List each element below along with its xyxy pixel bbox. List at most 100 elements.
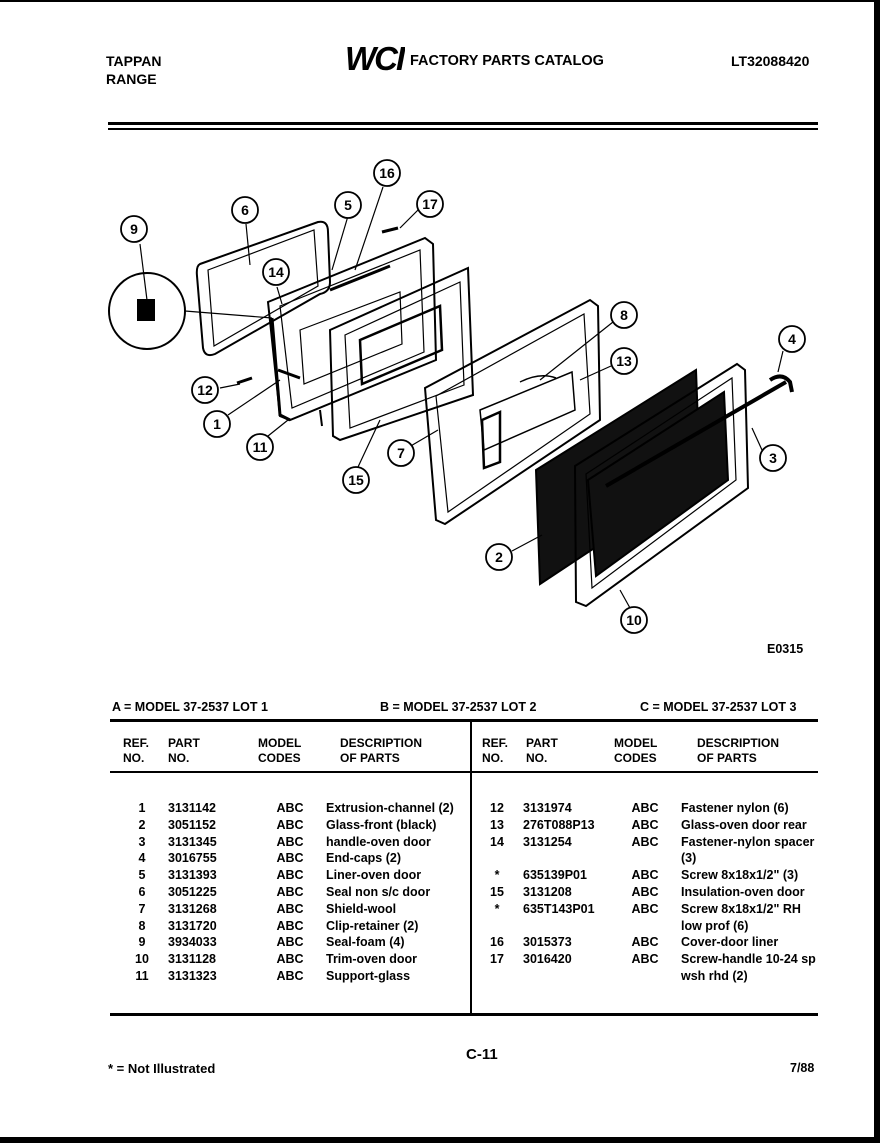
svg-text:4: 4	[788, 331, 796, 347]
svg-text:8: 8	[620, 307, 628, 323]
svg-text:11: 11	[253, 439, 268, 455]
header-ref-right: REF. NO.	[482, 736, 509, 765]
svg-text:14: 14	[268, 264, 284, 280]
catalog-title: FACTORY PARTS CATALOG	[410, 53, 604, 69]
brand-name: TAPPAN RANGE	[106, 52, 161, 88]
table-row: low prof (6)	[681, 918, 749, 933]
model-a: A = MODEL 37-2537 LOT 1	[112, 700, 268, 714]
callout-4: 4	[778, 325, 806, 353]
brand-line-1: TAPPAN	[106, 53, 162, 69]
shield-part	[423, 298, 602, 526]
svg-text:17: 17	[422, 196, 438, 212]
callout-13: 13	[610, 347, 638, 375]
seal-part	[195, 220, 332, 357]
callout-2: 2	[485, 543, 513, 571]
table-column-divider	[470, 722, 472, 1014]
header-desc-left: DESCRIPTION OF PARTS	[340, 736, 423, 765]
header-codes-right: MODEL CODES	[614, 736, 658, 765]
table-row: (3)	[681, 851, 697, 866]
callout-5: 5	[334, 191, 362, 219]
callout-12: 12	[191, 376, 219, 404]
callout-1: 1	[203, 410, 231, 438]
svg-text:1: 1	[213, 416, 221, 432]
callout-7: 7	[387, 439, 415, 467]
model-c: C = MODEL 37-2537 LOT 3	[640, 700, 797, 714]
insulation-part	[328, 266, 475, 442]
seal-foam-part	[137, 299, 155, 321]
svg-text:16: 16	[379, 165, 395, 181]
wci-logo: WCI	[343, 40, 408, 77]
callout-11: 11	[246, 433, 274, 461]
catalog-date: 7/88	[790, 1061, 815, 1075]
extrusion-channel-part	[270, 317, 291, 422]
exploded-parts-diagram: 1 2 3 4 5 6 7 8 9 10 11 12 13 14 15 16 1…	[108, 159, 806, 634]
model-b: B = MODEL 37-2537 LOT 2	[380, 700, 537, 714]
table-header-rule	[110, 771, 818, 773]
header-codes-left: MODEL CODES	[258, 736, 302, 765]
liner-part	[266, 236, 438, 422]
header-ref-left: REF. NO.	[123, 736, 150, 765]
svg-text:12: 12	[197, 382, 213, 398]
header-rule-bottom	[108, 128, 818, 130]
callout-3: 3	[759, 444, 787, 472]
trim-part	[573, 362, 750, 608]
brand-line-2: RANGE	[106, 71, 157, 87]
callout-labels: 1 2 3 4 5 6 7 8 9 10 11 12 13 14 15 16 1…	[120, 159, 806, 634]
end-cap-part	[768, 374, 794, 393]
callout-17: 17	[416, 190, 444, 218]
svg-text:13: 13	[616, 353, 632, 369]
handle-screw-part	[381, 226, 399, 234]
svg-text:7: 7	[397, 445, 405, 461]
diagram-code: E0315	[767, 642, 804, 656]
header-part-right: PART NO.	[526, 736, 558, 765]
svg-text:2: 2	[495, 549, 503, 565]
logo-text: WCI	[345, 40, 405, 74]
svg-text:10: 10	[626, 612, 642, 628]
handle-part	[604, 380, 788, 488]
callout-15: 15	[342, 466, 370, 494]
table-rule-top	[110, 719, 818, 722]
callout-9: 9	[120, 215, 148, 243]
table-row: wsh rhd (2)	[681, 968, 748, 983]
catalog-number: LT32088420	[731, 53, 810, 69]
callout-14: 14	[262, 258, 290, 286]
svg-text:3: 3	[769, 450, 777, 466]
page-number: C-11	[466, 1046, 498, 1063]
svg-text:6: 6	[241, 202, 249, 218]
callout-6: 6	[231, 196, 259, 224]
callout-10: 10	[620, 606, 648, 634]
footnote-not-illustrated: * = Not Illustrated	[108, 1061, 216, 1076]
svg-text:5: 5	[344, 197, 352, 213]
wci-logo-graphic: WCI	[345, 40, 408, 77]
svg-text:9: 9	[130, 221, 138, 237]
header-part-left: PART NO.	[168, 736, 200, 765]
fastener-part	[236, 376, 253, 385]
callout-8: 8	[610, 301, 638, 329]
header-desc-right: DESCRIPTION OF PARTS	[697, 736, 780, 765]
callout-16: 16	[373, 159, 401, 187]
table-rule-bottom	[110, 1013, 818, 1016]
header-rule-top	[108, 122, 818, 125]
svg-text:15: 15	[348, 472, 364, 488]
